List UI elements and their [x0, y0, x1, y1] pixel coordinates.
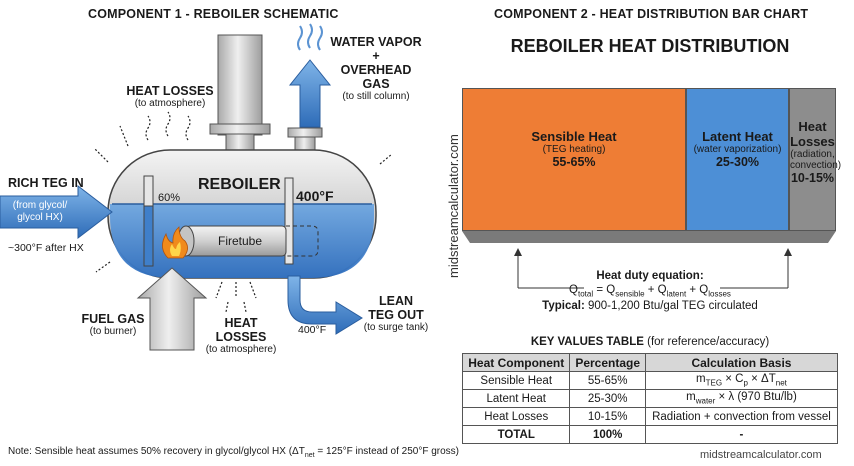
table-header-row: Heat Component Percentage Calculation Ba… — [461, 353, 839, 372]
firetube-label: Firetube — [218, 234, 263, 248]
table-cell: mTEG × Cp × ΔTnet — [644, 371, 839, 390]
heat-loss-top-arrows — [93, 111, 393, 165]
bar-segment-sub: (TEG heating) — [542, 144, 606, 155]
heat-duty-equation: Qtotal = Qsensible + Qlatent + Qlosses — [569, 284, 731, 299]
bar-segment-sub: (water vaporization) — [693, 144, 782, 155]
heat-distribution-bar — [462, 88, 836, 243]
bar-segment: Sensible Heat(TEG heating)55-65% — [462, 88, 686, 231]
rich-teg-source: (from glycol/ glycol HX) — [12, 200, 68, 223]
table-cell: - — [644, 425, 839, 444]
lean-teg-temp: 400°F — [298, 324, 327, 336]
table-cell: Radiation + convection from vessel — [644, 407, 839, 426]
table-total-row: TOTAL 100% - — [461, 425, 839, 444]
bar-segment: Latent Heat(water vaporization)25-30% — [686, 88, 789, 231]
table-cell: Sensible Heat — [461, 371, 571, 390]
bar-segment-val: 10-15% — [790, 171, 835, 185]
note: Note: Sensible heat assumes 50% recovery… — [8, 446, 460, 459]
chart-title: REBOILER HEAT DISTRIBUTION — [510, 36, 790, 56]
bar-segment-sub: (radiation, — [790, 149, 835, 160]
vapor-up-arrow — [288, 23, 332, 128]
footer-url: midstreamcalculator.com — [700, 449, 822, 461]
table-title: KEY VALUES TABLE (for reference/accuracy… — [530, 336, 770, 348]
bar-base — [462, 231, 836, 243]
temperature-label: 400°F — [296, 188, 334, 204]
rich-teg-inlet-arrow — [0, 184, 113, 240]
fuel-gas-arrow — [136, 267, 208, 351]
lean-teg-outlet-arrow — [287, 275, 363, 335]
heat-losses-bottom-label: HEAT LOSSES (to atmosphere) — [205, 316, 277, 355]
flame-icon — [162, 226, 188, 259]
watermark-vertical: midstreamcalculator.com — [446, 134, 461, 278]
bar-segment-title: Latent Heat — [702, 129, 773, 144]
bar-segment-title: Sensible Heat — [531, 129, 617, 144]
bar-segment: Heat Losses(radiation,convection)10-15% — [789, 88, 842, 231]
table-cell: 10-15% — [569, 407, 646, 426]
table-header: Heat Component — [461, 353, 571, 372]
table-cell: Latent Heat — [461, 389, 571, 408]
typical-value: Typical: 900-1,200 Btu/gal TEG circulate… — [542, 300, 758, 312]
equation-pointer-arrows — [514, 248, 792, 289]
water-vapor-label: WATER VAPOR + OVERHEAD GAS (to still col… — [330, 35, 422, 102]
level-label: 60% — [158, 192, 181, 204]
heat-losses-top-label: HEAT LOSSES (to atmosphere) — [126, 84, 214, 109]
temperature-probe — [284, 177, 294, 265]
table-row: Sensible Heat 55-65% mTEG × Cp × ΔTnet — [461, 371, 839, 390]
rich-teg-label: RICH TEG IN — [8, 176, 84, 190]
equation-title: Heat duty equation: — [596, 270, 704, 282]
lean-teg-label: LEAN TEG OUT (to surge tank) — [363, 294, 429, 333]
table-cell: 100% — [569, 425, 646, 444]
table-cell: Heat Losses — [461, 407, 571, 426]
key-values-table: Heat Component Percentage Calculation Ba… — [461, 353, 839, 444]
table-header: Calculation Basis — [644, 353, 839, 372]
table-cell: mwater × λ (970 Btu/lb) — [644, 389, 839, 408]
bar-segment-val: 25-30% — [715, 155, 760, 169]
table-header: Percentage — [569, 353, 646, 372]
rich-teg-temp: ~300°F after HX — [8, 242, 84, 254]
vapor-pipe — [209, 34, 271, 159]
component2-header: COMPONENT 2 - HEAT DISTRIBUTION BAR CHAR… — [494, 7, 809, 21]
table-row: Heat Losses 10-15% Radiation + convectio… — [461, 407, 839, 426]
bar-segment-sub: convection) — [790, 160, 842, 171]
bar-segment-title: Heat Losses — [790, 119, 835, 149]
table-cell: 25-30% — [569, 389, 646, 408]
table-cell: TOTAL — [461, 425, 571, 444]
table-row: Latent Heat 25-30% mwater × λ (970 Btu/l… — [461, 389, 839, 408]
component1-header: COMPONENT 1 - REBOILER SCHEMATIC — [88, 7, 339, 21]
table-cell: 55-65% — [569, 371, 646, 390]
level-gauge — [143, 175, 154, 267]
bar-segment-val: 55-65% — [552, 155, 596, 169]
reboiler-label: REBOILER — [198, 176, 281, 193]
reboiler-schematic — [0, 23, 393, 351]
fuel-gas-label: FUEL GAS (to burner) — [81, 312, 145, 337]
heat-loss-bottom-arrows — [95, 261, 257, 313]
